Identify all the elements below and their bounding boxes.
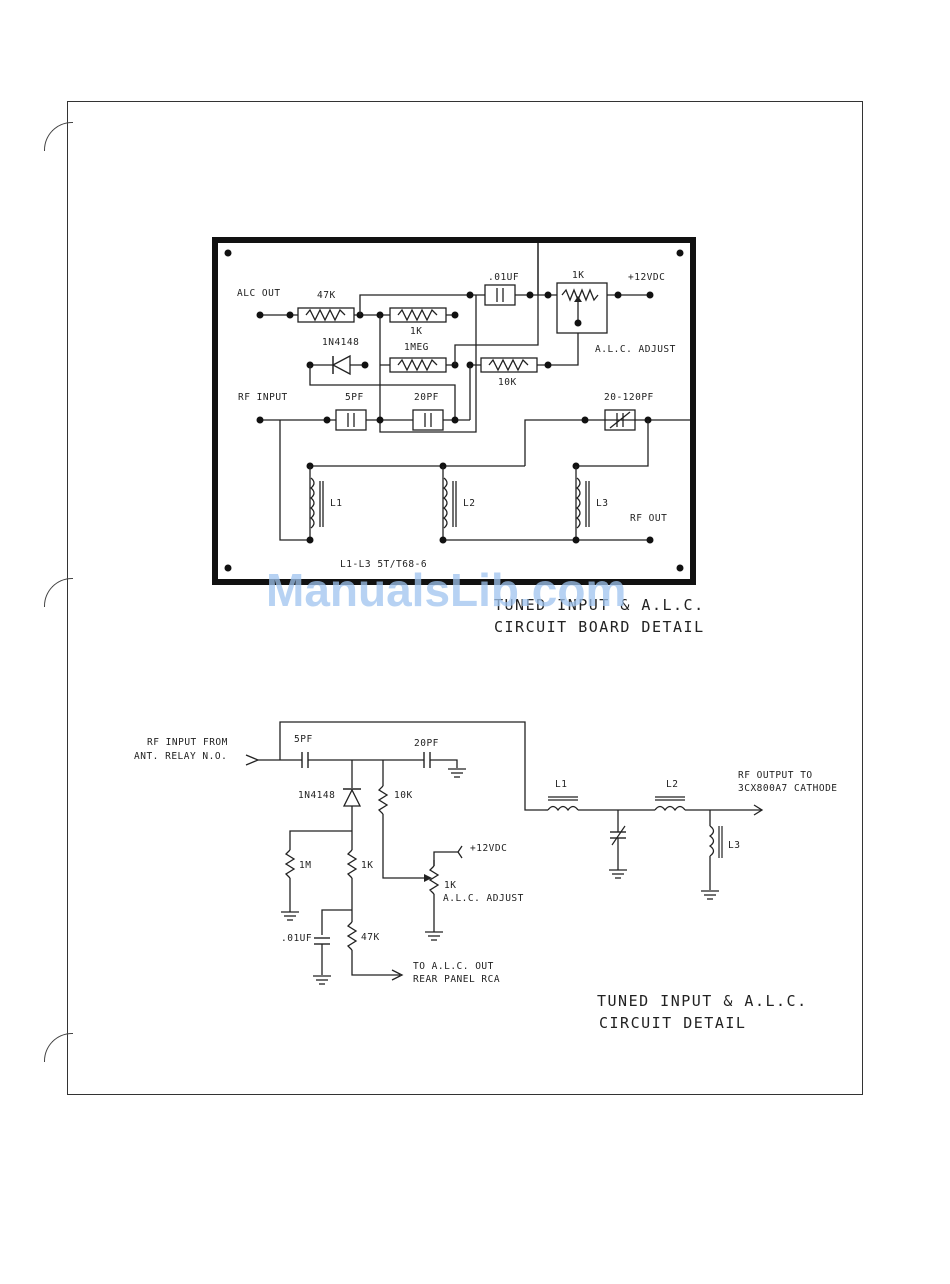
board-caption-line2: CIRCUIT BOARD DETAIL [494, 618, 705, 636]
board-label-1meg: 1MEG [404, 342, 429, 353]
sch-coil-l3 [708, 825, 715, 857]
sch-resistor-10k [378, 785, 388, 815]
board-resistor-47k [297, 307, 355, 323]
sch-resistor-1m [285, 849, 295, 879]
sch-label-to-alc-2: REAR PANEL RCA [413, 974, 500, 985]
sch-label-1m: 1M [299, 860, 311, 871]
board-label-alc-adjust: A.L.C. ADJUST [595, 344, 676, 355]
board-label-1k: 1K [410, 326, 422, 337]
board-label-rf-out: RF OUT [630, 513, 667, 524]
sch-label-12vdc: +12VDC [470, 843, 507, 854]
sch-label-1n4148: 1N4148 [298, 790, 335, 801]
board-label-alc-out: ALC OUT [237, 288, 281, 299]
board-capacitor-5pf [335, 409, 367, 431]
sch-label-alc-adjust: A.L.C. ADJUST [443, 893, 524, 904]
board-label-01uf: .01UF [488, 272, 519, 283]
mount-hole [676, 564, 684, 572]
board-label-12vdc: +12VDC [628, 272, 665, 283]
board-resistor-1k [389, 307, 447, 323]
sch-label-47k: 47K [361, 932, 380, 943]
watermark: ManualsLib.com [266, 564, 626, 616]
board-label-47k: 47K [317, 290, 336, 301]
sch-label-10k: 10K [394, 790, 413, 801]
board-label-l2: L2 [463, 498, 475, 509]
board-diode-1n4148 [331, 354, 351, 376]
sch-label-to-alc-1: TO A.L.C. OUT [413, 961, 494, 972]
sch-coil-l1 [547, 805, 579, 812]
board-label-1n4148: 1N4148 [322, 337, 359, 348]
board-label-10k: 10K [498, 377, 517, 388]
sch-label-rf-in-2: ANT. RELAY N.O. [134, 751, 227, 762]
sch-label-20pf: 20PF [414, 738, 439, 749]
sch-label-5pf: 5PF [294, 734, 313, 745]
board-label-pot-1k: 1K [572, 270, 584, 281]
circuit-board-diagram: ALC OUT 47K 1K .01UF 1K +12VDC 1N4148 1M… [212, 237, 696, 585]
board-label-l3: L3 [596, 498, 608, 509]
board-label-20-120pf: 20-120PF [604, 392, 654, 403]
sch-label-l1: L1 [555, 779, 567, 790]
sch-label-01uf: .01UF [281, 933, 312, 944]
sch-label-rf-out-1: RF OUTPUT TO [738, 770, 813, 781]
sch-resistor-1k [347, 849, 357, 879]
sch-label-1k: 1K [361, 860, 373, 871]
sch-label-pot-1k: 1K [444, 880, 456, 891]
mount-hole [676, 249, 684, 257]
sch-label-rf-out-2: 3CX800A7 CATHODE [738, 783, 838, 794]
board-caption-line1: TUNED INPUT & A.L.C. [494, 596, 705, 614]
board-label-20pf: 20PF [414, 392, 439, 403]
board-capacitor-01uf [484, 284, 516, 306]
sch-label-rf-in-1: RF INPUT FROM [147, 737, 228, 748]
board-label-rf-input: RF INPUT [238, 392, 288, 403]
board-capacitor-20pf [412, 409, 444, 431]
board-resistor-1meg [389, 357, 447, 373]
sch-coil-l2 [654, 805, 686, 812]
mount-hole [224, 249, 232, 257]
board-resistor-10k [480, 357, 538, 373]
sch-resistor-47k [347, 921, 357, 951]
mount-hole [224, 564, 232, 572]
sch-label-l2: L2 [666, 779, 678, 790]
sch-pot-1k [429, 865, 439, 895]
sch-label-l3: L3 [728, 840, 740, 851]
schematic-caption-line1: TUNED INPUT & A.L.C. [597, 992, 808, 1010]
board-label-core-note: L1-L3 5T/T68-6 [340, 559, 427, 570]
sch-diode-1n4148 [342, 788, 362, 807]
schematic-caption-line2: CIRCUIT DETAIL [599, 1014, 746, 1032]
board-label-l1: L1 [330, 498, 342, 509]
schematic-diagram: RF INPUT FROM ANT. RELAY N.O. 5PF 20PF 1… [134, 721, 838, 985]
board-label-5pf: 5PF [345, 392, 364, 403]
